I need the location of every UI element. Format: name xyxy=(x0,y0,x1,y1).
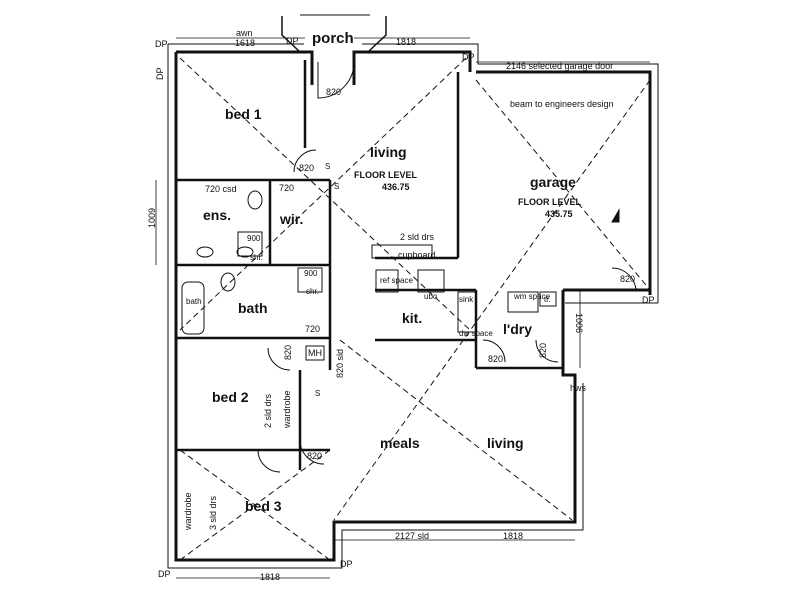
dp-bottom-left: DP xyxy=(158,569,171,579)
floor-level-value-garage: 435.75 xyxy=(545,209,573,219)
wardrobe-bed3: wardrobe xyxy=(183,492,193,530)
door-820-bed2: 820 xyxy=(283,344,293,360)
note-tr: tr. xyxy=(544,295,551,304)
door-820-ldry-a: 820 xyxy=(488,354,504,364)
floor-level-label-garage: FLOOR LEVEL xyxy=(518,197,581,207)
note-wm-space: wm space xyxy=(514,292,551,301)
room-label-garage: garage xyxy=(530,174,576,190)
room-label-living-top: living xyxy=(370,144,407,160)
door-820-bed3: 820 xyxy=(307,451,323,461)
dim-1618-top: 1618 xyxy=(235,38,256,48)
note-dw-space: dw space xyxy=(459,329,493,338)
dim-720-csd: 720 csd xyxy=(205,184,237,194)
door-820-bed1: 820 xyxy=(299,163,315,173)
room-label-wir: wir. xyxy=(280,211,304,227)
note-ref-space: ref space xyxy=(380,276,413,285)
shower-bath-label: shr. xyxy=(306,287,319,296)
shower-ens-size: 900 xyxy=(247,234,261,243)
door-820-sld: 820 sld xyxy=(335,348,345,378)
room-label-bed-2: bed 2 xyxy=(212,389,249,405)
outer-wall-lines xyxy=(167,14,659,569)
sld-drs-bed3: 3 sld drs xyxy=(208,495,218,530)
fixtures xyxy=(181,190,620,361)
wardrobe-bed2: wardrobe xyxy=(282,390,292,428)
floor-level-value-living: 436.75 xyxy=(382,182,410,192)
dp-bottom-right: DP xyxy=(340,559,353,569)
interior-walls xyxy=(176,60,563,470)
note-cupboard: cupboard xyxy=(398,250,436,260)
room-label-kitchen: kit. xyxy=(402,310,423,326)
bath-fixture-label: bath xyxy=(186,297,202,306)
room-label-bath: bath xyxy=(238,300,268,316)
shower-bath-size: 900 xyxy=(304,269,318,278)
room-label-ensuite: ens. xyxy=(203,207,232,223)
note-mh: MH xyxy=(308,348,322,358)
dim-1818-top: 1818 xyxy=(396,37,417,47)
note-beam: beam to engineers design xyxy=(510,99,614,109)
sld-drs-bed2: 2 sld drs xyxy=(263,393,273,428)
floor-level-label-living: FLOOR LEVEL xyxy=(354,170,417,180)
door-720-bath: 720 xyxy=(305,324,321,334)
note-ubo: ubo xyxy=(424,292,438,301)
note-awn: awn xyxy=(236,28,253,38)
smoke-alarm-2: S xyxy=(315,389,321,398)
room-label-bed-1: bed 1 xyxy=(225,106,262,122)
room-label-living-bottom: living xyxy=(487,435,524,451)
door-820-porch: 820 xyxy=(326,87,342,97)
dim-1818-bottom-right: 1818 xyxy=(503,531,524,541)
dim-1006: 1006 xyxy=(574,313,584,334)
shower-ens-label: shr. xyxy=(250,253,263,262)
doors xyxy=(257,61,637,473)
door-820-ldry-b: 820 xyxy=(538,342,548,358)
door-820-garage: 820 xyxy=(620,274,636,284)
room-label-bed-3: bed 3 xyxy=(245,498,282,514)
dim-2127-sld: 2127 sld xyxy=(395,531,430,541)
note-2-sld-drs: 2 sld drs xyxy=(400,232,435,242)
dim-1818-bottom-left: 1818 xyxy=(260,572,281,582)
room-label-laundry: l'dry xyxy=(503,321,533,337)
note-garage-door: 2146 selected garage door xyxy=(506,61,614,71)
note-hws: hws xyxy=(570,383,587,393)
dp-top-left: DP xyxy=(155,39,168,49)
room-label-meals: meals xyxy=(380,435,420,451)
note-sink: sink xyxy=(459,295,474,304)
dp-right-mid: DP xyxy=(642,295,655,305)
dimension-lines xyxy=(155,37,650,579)
dp-left-top: DP xyxy=(155,67,165,80)
outer-walls xyxy=(174,16,652,562)
dp-porch: DP xyxy=(286,36,299,46)
smoke-alarm-3: S xyxy=(334,182,340,191)
room-label-porch: porch xyxy=(312,30,354,47)
door-720-wir: 720 xyxy=(279,183,295,193)
dim-1009: 1009 xyxy=(147,207,157,228)
smoke-alarm-1: S xyxy=(325,162,331,171)
dp-top-right: DP xyxy=(462,52,475,62)
diagonal-guides xyxy=(179,57,651,561)
